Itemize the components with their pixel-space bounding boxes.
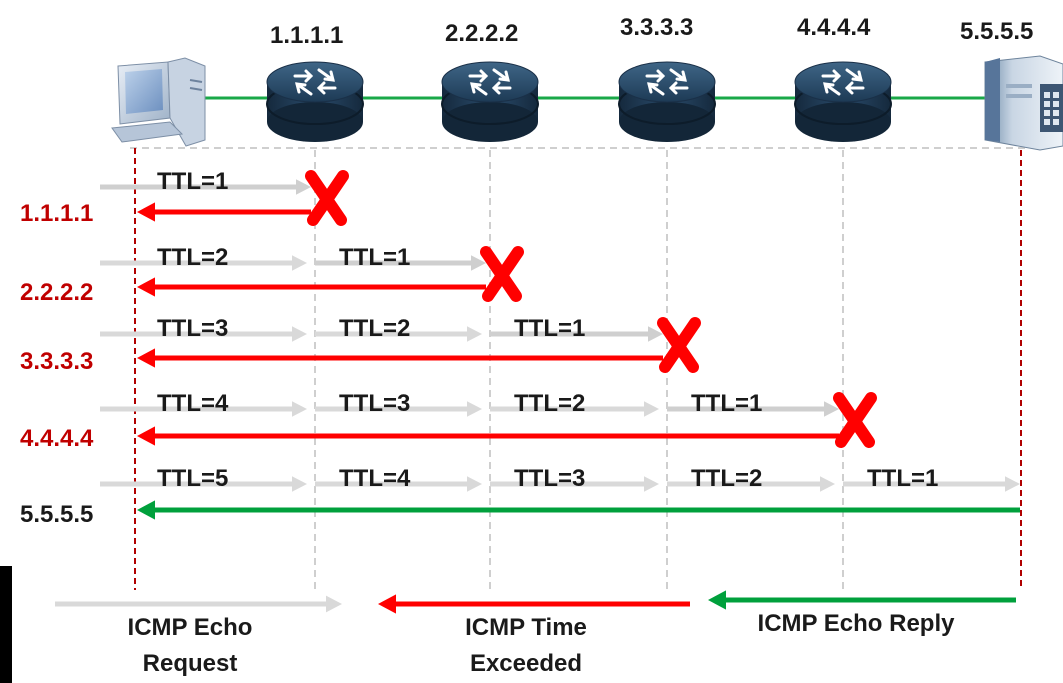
drop-x-icon [833,392,877,448]
node-address-label: 5.5.5.5 [960,18,1034,45]
echo-request-arrow [490,476,659,492]
ttl-label: TTL=2 [157,244,229,271]
ttl-label: TTL=1 [867,465,939,492]
ttl-label: TTL=1 [514,315,586,342]
edge-bar [0,566,12,683]
legend-request-label-line1: ICMP Echo [127,614,253,641]
echo-reply-arrow [137,500,1020,520]
ttl-label: TTL=4 [339,465,411,492]
echo-request-arrow [315,326,482,342]
hop-address-label: 2.2.2.2 [20,279,94,306]
time-exceeded-arrow [137,277,486,297]
time-exceeded-arrow [137,202,311,222]
hop-address-label: 4.4.4.4 [20,425,94,452]
legend-reply-label: ICMP Echo Reply [757,610,955,637]
echo-request-arrow [100,476,307,492]
ttl-label: TTL=2 [339,315,411,342]
drop-x-icon [657,317,701,373]
echo-request-arrow [315,401,482,417]
echo-request-arrow [100,255,307,271]
ttl-label: TTL=3 [339,390,411,417]
ttl-label: TTL=3 [157,315,229,342]
node-address-label: 2.2.2.2 [445,20,519,47]
ttl-label: TTL=1 [157,168,229,195]
node-address-label: 4.4.4.4 [797,14,871,41]
router-icon [441,61,539,142]
echo-request-arrow [490,401,659,417]
time-exceeded-arrow [137,426,839,446]
ttl-label: TTL=5 [157,465,229,492]
router-icon [618,61,716,142]
pc-icon [111,57,206,147]
legend-exceeded-label-line2: Exceeded [469,650,583,677]
ttl-label: TTL=4 [157,390,229,417]
legend-request-label-line2: Request [142,650,238,677]
echo-request-arrow [667,401,839,417]
echo-request-arrow [315,476,482,492]
ttl-label: TTL=2 [514,390,586,417]
hop-address-label: 5.5.5.5 [20,501,94,528]
hop-address-label: 1.1.1.1 [20,200,94,227]
echo-request-arrow [100,179,311,195]
drop-x-icon [480,246,524,302]
echo-request-arrow [315,255,486,271]
legend-reply-arrow [708,590,1016,610]
router-icon [794,61,892,142]
time-exceeded-arrow [137,348,663,368]
legend-request-arrow [55,595,342,613]
ttl-label: TTL=1 [339,244,411,271]
drop-x-icon [305,170,349,226]
node-address-label: 1.1.1.1 [270,22,344,49]
legend-exceeded-arrow [378,594,690,614]
server-icon [984,55,1063,151]
node-address-label: 3.3.3.3 [620,14,694,41]
legend-exceeded-label-line1: ICMP Time [465,614,587,641]
echo-request-arrow [843,476,1020,492]
echo-request-arrow [490,326,663,342]
echo-request-arrow [667,476,835,492]
ttl-label: TTL=2 [691,465,763,492]
echo-request-arrow [100,326,307,342]
ttl-label: TTL=1 [691,390,763,417]
hop-address-label: 3.3.3.3 [20,348,94,375]
ttl-label: TTL=3 [514,465,586,492]
router-icon [266,61,364,142]
echo-request-arrow [100,401,307,417]
